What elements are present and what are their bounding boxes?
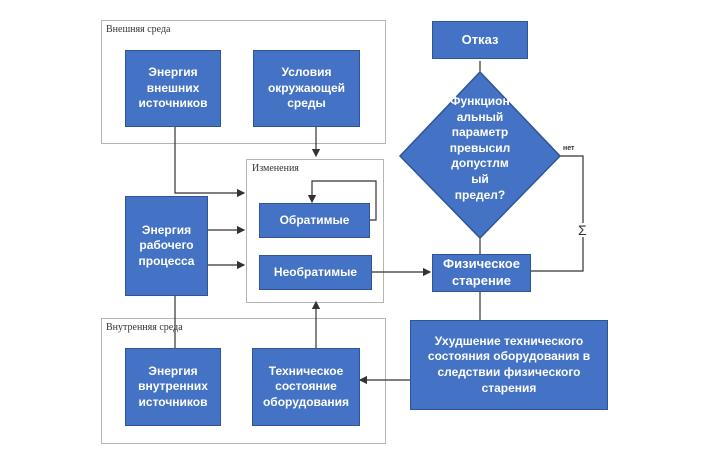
reversible-box: Обратимые	[259, 203, 370, 238]
environment-conditions-box: Условия окружающей среды	[253, 50, 360, 127]
line-decision-no-branch	[531, 155, 584, 272]
internal-environment-title: Внутренняя среда	[106, 322, 183, 333]
work-process-energy-box: Энергия рабочего процесса	[125, 196, 208, 296]
no-label: нет	[563, 145, 575, 152]
failure-box: Отказ	[432, 21, 528, 59]
changes-title: Изменения	[252, 163, 299, 174]
irreversible-box: Необратимые	[259, 255, 372, 290]
decision-question-text: Функцион альный параметр превысил допуст…	[449, 94, 511, 202]
external-energy-box: Энергия внешних источников	[125, 50, 221, 127]
sum-symbol: Σ	[577, 222, 588, 238]
reversible-loop	[307, 180, 377, 221]
physical-aging-box: Физическое старение	[432, 254, 531, 292]
deterioration-box: Ухудшение технического состояния оборудо…	[410, 320, 608, 410]
decision-diamond	[398, 70, 562, 240]
internal-energy-box: Энергия внутренних источников	[125, 348, 221, 426]
external-environment-title: Внешняя среда	[106, 24, 171, 35]
arrow-external-energy-to-changes	[174, 127, 246, 198]
technical-state-box: Техническое состояние оборудования	[252, 348, 360, 426]
